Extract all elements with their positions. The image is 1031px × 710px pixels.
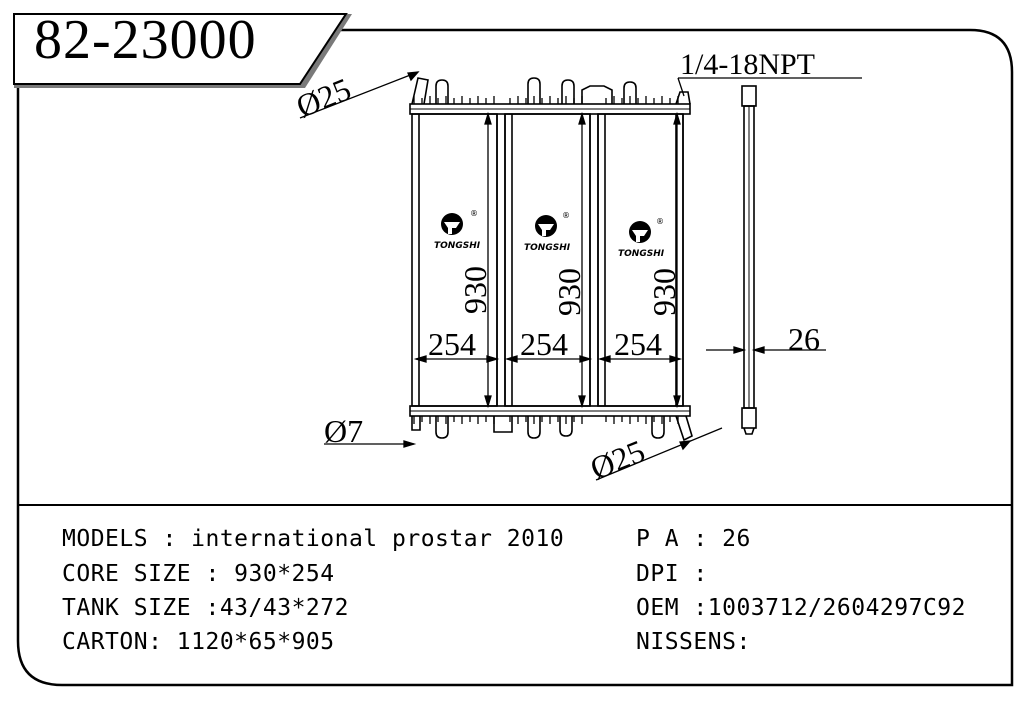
- spec-label: CORE SIZE: [62, 561, 192, 587]
- tongshi-logo-2: [535, 215, 557, 237]
- spec-sep: :: [191, 561, 235, 587]
- thread-spec-label: 1/4-18NPT: [680, 48, 815, 81]
- spec-row-dpi: DPI :: [636, 563, 722, 586]
- spec-value: 26: [722, 526, 751, 552]
- spec-label: DPI: [636, 561, 680, 587]
- spec-row-core-size: CORE SIZE : 930*254: [62, 563, 335, 586]
- core-height-label-1: 930: [457, 266, 493, 314]
- spec-label: MODELS: [62, 526, 149, 552]
- spec-row-models: MODELS : international prostar 2010: [62, 528, 564, 551]
- frame-border: [16, 28, 1014, 687]
- title-tab: [13, 13, 348, 85]
- spec-value: 1003712/2604297C92: [707, 595, 966, 621]
- radiator-front-view: [409, 77, 693, 442]
- dimension-lines: [299, 71, 862, 481]
- core-height-label-2: 930: [551, 268, 587, 316]
- part-number: 82-23000: [34, 9, 257, 71]
- brand-label-3: TONGSHI: [618, 249, 665, 259]
- drain-diameter-label: Ø7: [324, 413, 363, 449]
- spec-sep: :: [679, 561, 723, 587]
- spec-sep: :: [148, 526, 192, 552]
- spec-row-carton: CARTON: 1120*65*905: [62, 631, 335, 654]
- registered-mark-3: ®: [656, 217, 664, 226]
- spec-label: CARTON: [62, 629, 149, 655]
- spec-row-tank-size: TANK SIZE :43/43*272: [62, 597, 349, 620]
- core-width-label-3: 254: [614, 326, 662, 362]
- spec-row-nissens: NISSENS:: [636, 631, 751, 654]
- core-thickness-label: 26: [788, 321, 820, 357]
- spec-value: 1120*65*905: [176, 629, 335, 655]
- spec-label: NISSENS: [636, 629, 737, 655]
- brand-label-1: TONGSHI: [434, 241, 481, 251]
- registered-mark-1: ®: [470, 209, 478, 218]
- tongshi-logo-1: [441, 213, 463, 235]
- spec-sep: :: [679, 595, 708, 621]
- spec-value: 930*254: [234, 561, 335, 587]
- spec-value: 43/43*272: [219, 595, 349, 621]
- spec-value: international prostar 2010: [191, 526, 565, 552]
- spec-label: P A: [636, 526, 680, 552]
- spec-row-oem: OEM :1003712/2604297C92: [636, 597, 966, 620]
- brand-label-2: TONGSHI: [524, 243, 571, 253]
- spec-sep: :: [679, 526, 723, 552]
- tongshi-logo-3: [629, 221, 651, 243]
- core-height-label-3: 930: [646, 268, 682, 316]
- core-width-label-1: 254: [428, 326, 476, 362]
- core-width-label-2: 254: [520, 326, 568, 362]
- radiator-side-view: [741, 85, 757, 435]
- spec-label: TANK SIZE: [62, 595, 192, 621]
- spec-label: OEM: [636, 595, 680, 621]
- registered-mark-2: ®: [562, 211, 570, 220]
- spec-sep: :: [736, 629, 751, 655]
- outlet-diameter-label: Ø25: [585, 432, 650, 486]
- spec-sep: :: [148, 629, 177, 655]
- spec-sep: :: [191, 595, 220, 621]
- spec-row-pa: P A : 26: [636, 528, 751, 551]
